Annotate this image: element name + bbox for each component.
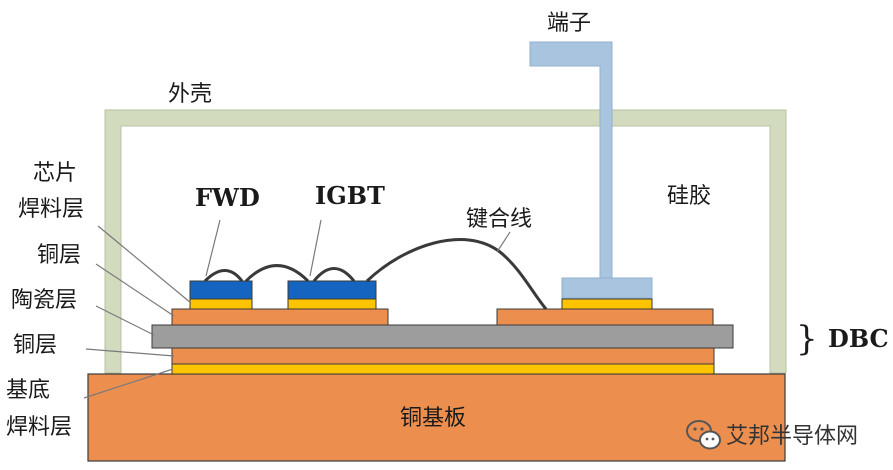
leader-lines xyxy=(83,219,511,399)
substrate-solder-layer xyxy=(171,363,715,375)
fwd-chip xyxy=(189,280,253,300)
leader-chip-solder xyxy=(97,225,192,304)
label-bond-wire: 键合线 xyxy=(466,207,532,232)
chip-solder-fwd xyxy=(189,298,253,310)
label-chip-solder-line1: 芯片 xyxy=(33,161,77,186)
bond-wire-main xyxy=(365,238,548,310)
bond-wire-igbt xyxy=(312,267,356,282)
label-housing: 外壳 xyxy=(168,82,212,107)
watermark-text: 艾邦半导体网 xyxy=(726,424,858,449)
bond-wire-fwd-igbt xyxy=(244,264,310,283)
label-dbc: DBC xyxy=(828,324,889,353)
leader-igbt xyxy=(309,219,322,277)
label-baseplate: 铜基板 xyxy=(400,406,466,431)
label-substrate-solder-line1: 基底 xyxy=(6,378,50,403)
igbt-chip xyxy=(287,280,377,300)
copper-layer-lower xyxy=(171,347,715,365)
dbc-brace: } xyxy=(796,319,818,359)
leader-copper-lower xyxy=(85,348,175,357)
bond-wire-fwd xyxy=(203,269,244,283)
copper-baseplate xyxy=(87,373,786,462)
leader-fwd xyxy=(205,219,221,277)
label-chip-solder-line2: 焊料层 xyxy=(18,197,84,222)
label-copper-upper: 铜层 xyxy=(37,243,81,268)
copper-layer-upper-right xyxy=(496,308,714,326)
watermark: 艾邦半导体网 xyxy=(686,420,858,450)
label-terminal: 端子 xyxy=(547,11,591,36)
label-copper-lower: 铜层 xyxy=(13,333,57,358)
leader-substrate-solder xyxy=(83,368,174,399)
terminal xyxy=(529,41,613,279)
copper-layer-upper-left xyxy=(171,308,389,326)
label-igbt: IGBT xyxy=(315,181,385,210)
label-substrate-solder-line2: 焊料层 xyxy=(6,415,72,440)
terminal-foot xyxy=(561,277,653,299)
ceramic-layer xyxy=(151,324,734,349)
label-silicone-gel: 硅胶 xyxy=(667,184,711,209)
leader-ceramic xyxy=(95,305,155,336)
terminal-solder xyxy=(561,298,653,310)
housing-shell xyxy=(104,109,787,374)
leader-bond-wire xyxy=(496,231,511,253)
label-ceramic: 陶瓷层 xyxy=(11,288,77,313)
wechat-icon xyxy=(686,420,721,450)
leader-copper-upper xyxy=(95,263,175,317)
chip-solder-igbt xyxy=(287,298,377,310)
label-fwd: FWD xyxy=(195,183,260,212)
